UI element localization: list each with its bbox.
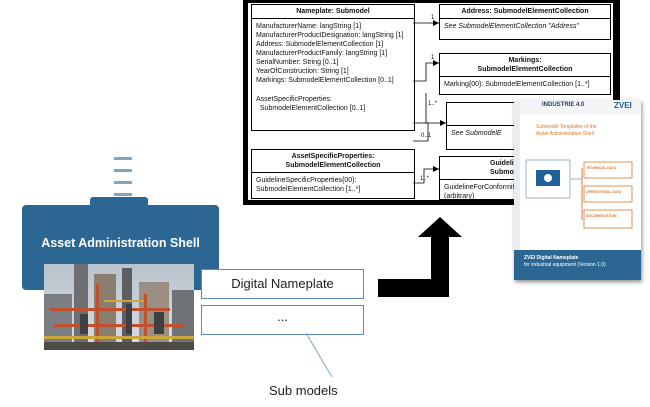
asset-specific-attribute: GuidelineSpecificProperties{00}: xyxy=(256,177,357,184)
nameplate-class: Nameplate: Submodel ManufacturerName: la… xyxy=(251,4,415,131)
document-footer: ZVEI Digital Nameplate for industrial eq… xyxy=(524,255,606,269)
document-subtitle-line: Submodel Templates of the xyxy=(536,124,597,130)
connector-asset-specific-down xyxy=(413,123,429,142)
submodel-label: Digital Nameplate xyxy=(231,276,334,291)
guideline-class-body: GuidelineForConformity (arbitrary) xyxy=(440,180,610,204)
shell-title: Asset Administration Shell xyxy=(41,236,200,250)
nameplate-attribute: AssetSpecificProperties: xyxy=(256,96,332,103)
document-footer-title: ZVEI Digital Nameplate xyxy=(524,255,579,261)
address-class-header: Address: SubmodelElementCollection xyxy=(440,5,610,19)
document-label-technical: TECHNICAL DATA xyxy=(586,166,617,170)
document-label-operational: OPERATIONAL DATA xyxy=(586,190,622,194)
asset-specific-header-line: AssetSpecificProperties: xyxy=(291,153,375,160)
connector-guideline xyxy=(413,168,439,184)
nameplate-attribute: ManufacturerName: langString [1] xyxy=(256,23,362,30)
guideline-header-line: GuidelineSpe xyxy=(490,160,535,167)
document-footer-subtitle: for industrial equipment (Version 1.0) xyxy=(524,262,606,268)
plant-illustration xyxy=(44,264,194,350)
guideline-attribute: (arbitrary) xyxy=(444,193,475,200)
nameplate-attribute: ManufacturerProductDesignation: langStri… xyxy=(256,32,404,39)
document-cover-art xyxy=(514,100,641,280)
document-brand: INDUSTRIE 4.0 xyxy=(542,102,585,108)
marking-class-body: See SubmodelE xyxy=(451,130,502,137)
multiplicity-guideline: 1..* xyxy=(420,176,430,182)
submodels-caption: Sub models xyxy=(269,383,338,398)
submodel-digital-nameplate[interactable]: Digital Nameplate xyxy=(201,269,364,299)
nameplate-attribute: SubmodelElementCollection [0..1] xyxy=(256,105,366,112)
connector-marking xyxy=(425,93,446,124)
markings-class: Markings: SubmodelElementCollection Mark… xyxy=(439,53,611,95)
document-cover[interactable]: INDUSTRIE 4.0 ZVEI Submodel Templates of… xyxy=(514,100,641,280)
guideline-header-line: SubmodelEle xyxy=(490,169,535,176)
asset-specific-attribute: SubmodelElementCollection [1..*] xyxy=(256,186,361,193)
markings-class-body: Marking{00}: SubmodelElementCollection [… xyxy=(444,81,590,88)
asset-specific-header-line: SubmodelElementCollection xyxy=(285,162,381,169)
uml-connectors xyxy=(413,20,446,184)
shell-top-cap xyxy=(90,197,148,207)
nameplate-attribute: YearOfConstruction: String [1] xyxy=(256,68,349,75)
address-class: Address: SubmodelElementCollection See S… xyxy=(439,4,611,40)
multiplicity-markings: 1 xyxy=(431,55,435,61)
arrowhead xyxy=(433,20,439,26)
flow-arrow-icon xyxy=(378,217,462,297)
arrowhead xyxy=(433,166,439,172)
asset-specific-header: AssetSpecificProperties: SubmodelElement… xyxy=(252,150,414,173)
multiplicity-marking: 1..* xyxy=(428,101,438,107)
nameplate-attributes: ManufacturerName: langString [1] Manufact… xyxy=(252,19,414,116)
submodel-more[interactable]: ... xyxy=(201,305,364,335)
address-class-body: See SubmodelElementCollection "Address" xyxy=(444,23,579,30)
document-subtitle: Submodel Templates of the Asset Administ… xyxy=(536,124,597,138)
arrowhead xyxy=(440,120,446,126)
arrowhead xyxy=(433,60,439,66)
nameplate-attribute: Address: SubmodelElementCollection [1] xyxy=(256,41,384,48)
document-label-documentation: DOCUMENTATION xyxy=(586,214,617,218)
asset-specific-properties-class: AssetSpecificProperties: SubmodelElement… xyxy=(251,149,415,199)
markings-header-line: SubmodelElementCollection xyxy=(477,66,573,73)
markings-header-line: Markings: xyxy=(508,57,542,64)
multiplicity-address: 1 xyxy=(431,15,435,21)
nameplate-attribute: ManufacturerProductFamily: langString [1… xyxy=(256,50,388,57)
markings-class-header: Markings: SubmodelElementCollection xyxy=(440,54,610,77)
multiplicity-asset-specific: 0..1 xyxy=(421,133,432,139)
nameplate-class-header: Nameplate: Submodel xyxy=(252,5,414,19)
asset-specific-body: GuidelineSpecificProperties{00}: Submodel… xyxy=(252,173,414,197)
connector-markings xyxy=(413,62,439,82)
industrial-plant-image xyxy=(44,264,194,350)
nameplate-attribute: SerialNumber: String [0..1] xyxy=(256,59,339,66)
nameplate-attribute: Markings: SubmodelElementCollection [0..… xyxy=(256,77,394,84)
caption-pointer-line xyxy=(305,333,333,378)
document-logo: ZVEI xyxy=(614,101,632,110)
guideline-attribute: GuidelineForConformity xyxy=(444,184,518,191)
submodel-label: ... xyxy=(277,309,288,324)
document-subtitle-line: Asset Administration Shell xyxy=(536,131,594,137)
